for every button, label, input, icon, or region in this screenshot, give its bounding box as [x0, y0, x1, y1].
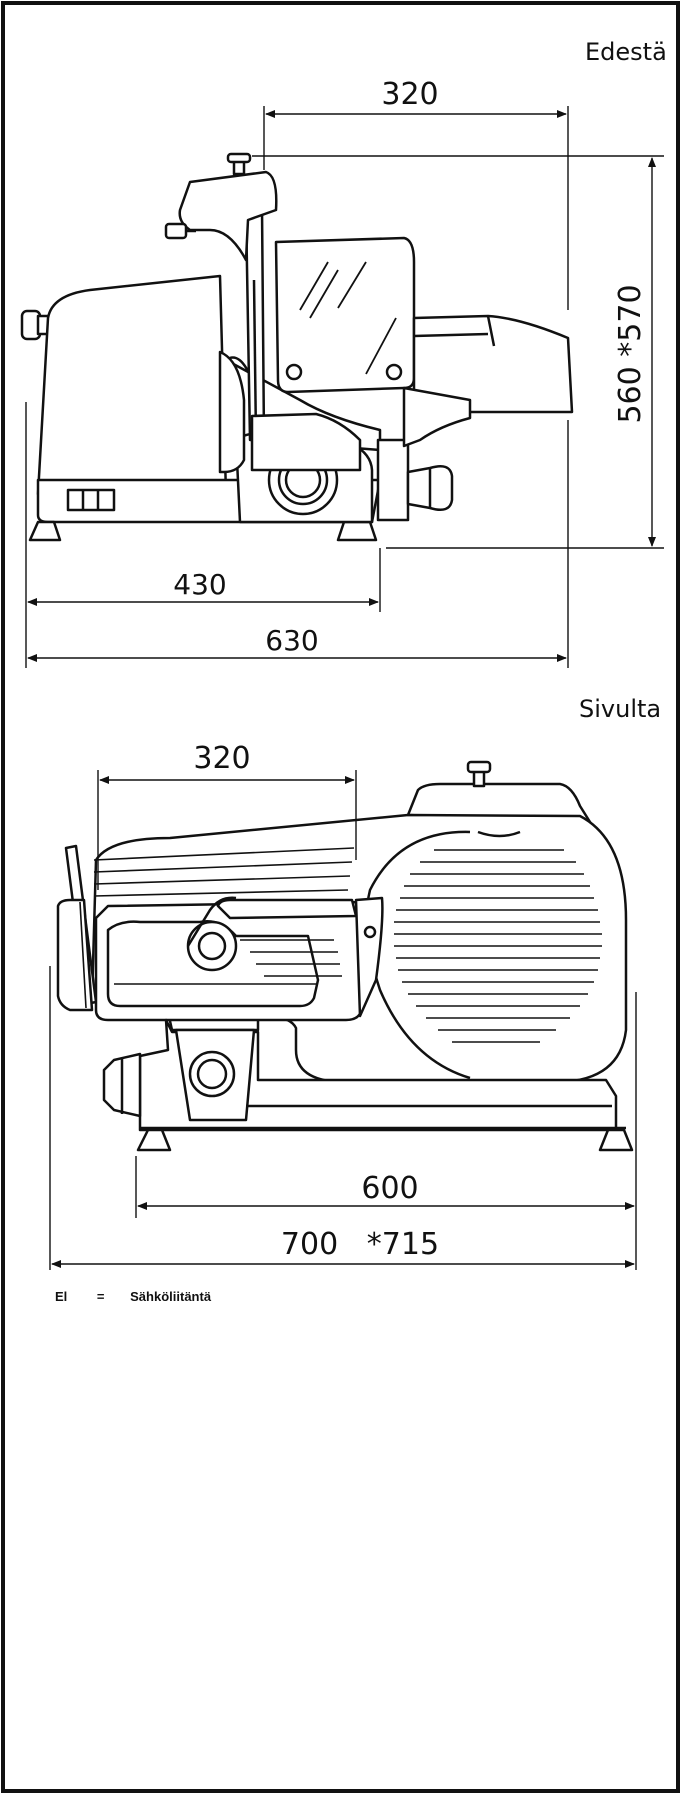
legend-code: El [55, 1289, 68, 1304]
side-view-dimensions [49, 770, 637, 1270]
side-view-label: Sivulta [579, 695, 662, 723]
dim-front-height: 560 *570 [613, 284, 648, 423]
legend: El = Sähköliitäntä [55, 1289, 211, 1304]
dim-side-top-width: 320 [193, 741, 250, 776]
dim-front-overall: 630 [265, 624, 318, 657]
front-view-dimensions [25, 106, 664, 668]
front-view-machine [20, 152, 574, 542]
side-view-machine [56, 760, 634, 1152]
legend-equals: = [96, 1289, 105, 1304]
legend-meaning: Sähköliitäntä [130, 1289, 212, 1304]
front-view-label: Edestä [585, 38, 667, 66]
dim-front-base: 430 [173, 568, 226, 601]
dim-side-overall: 700 *715 [281, 1227, 439, 1262]
dim-front-top-width: 320 [381, 77, 438, 112]
dim-side-base: 600 [361, 1171, 418, 1206]
